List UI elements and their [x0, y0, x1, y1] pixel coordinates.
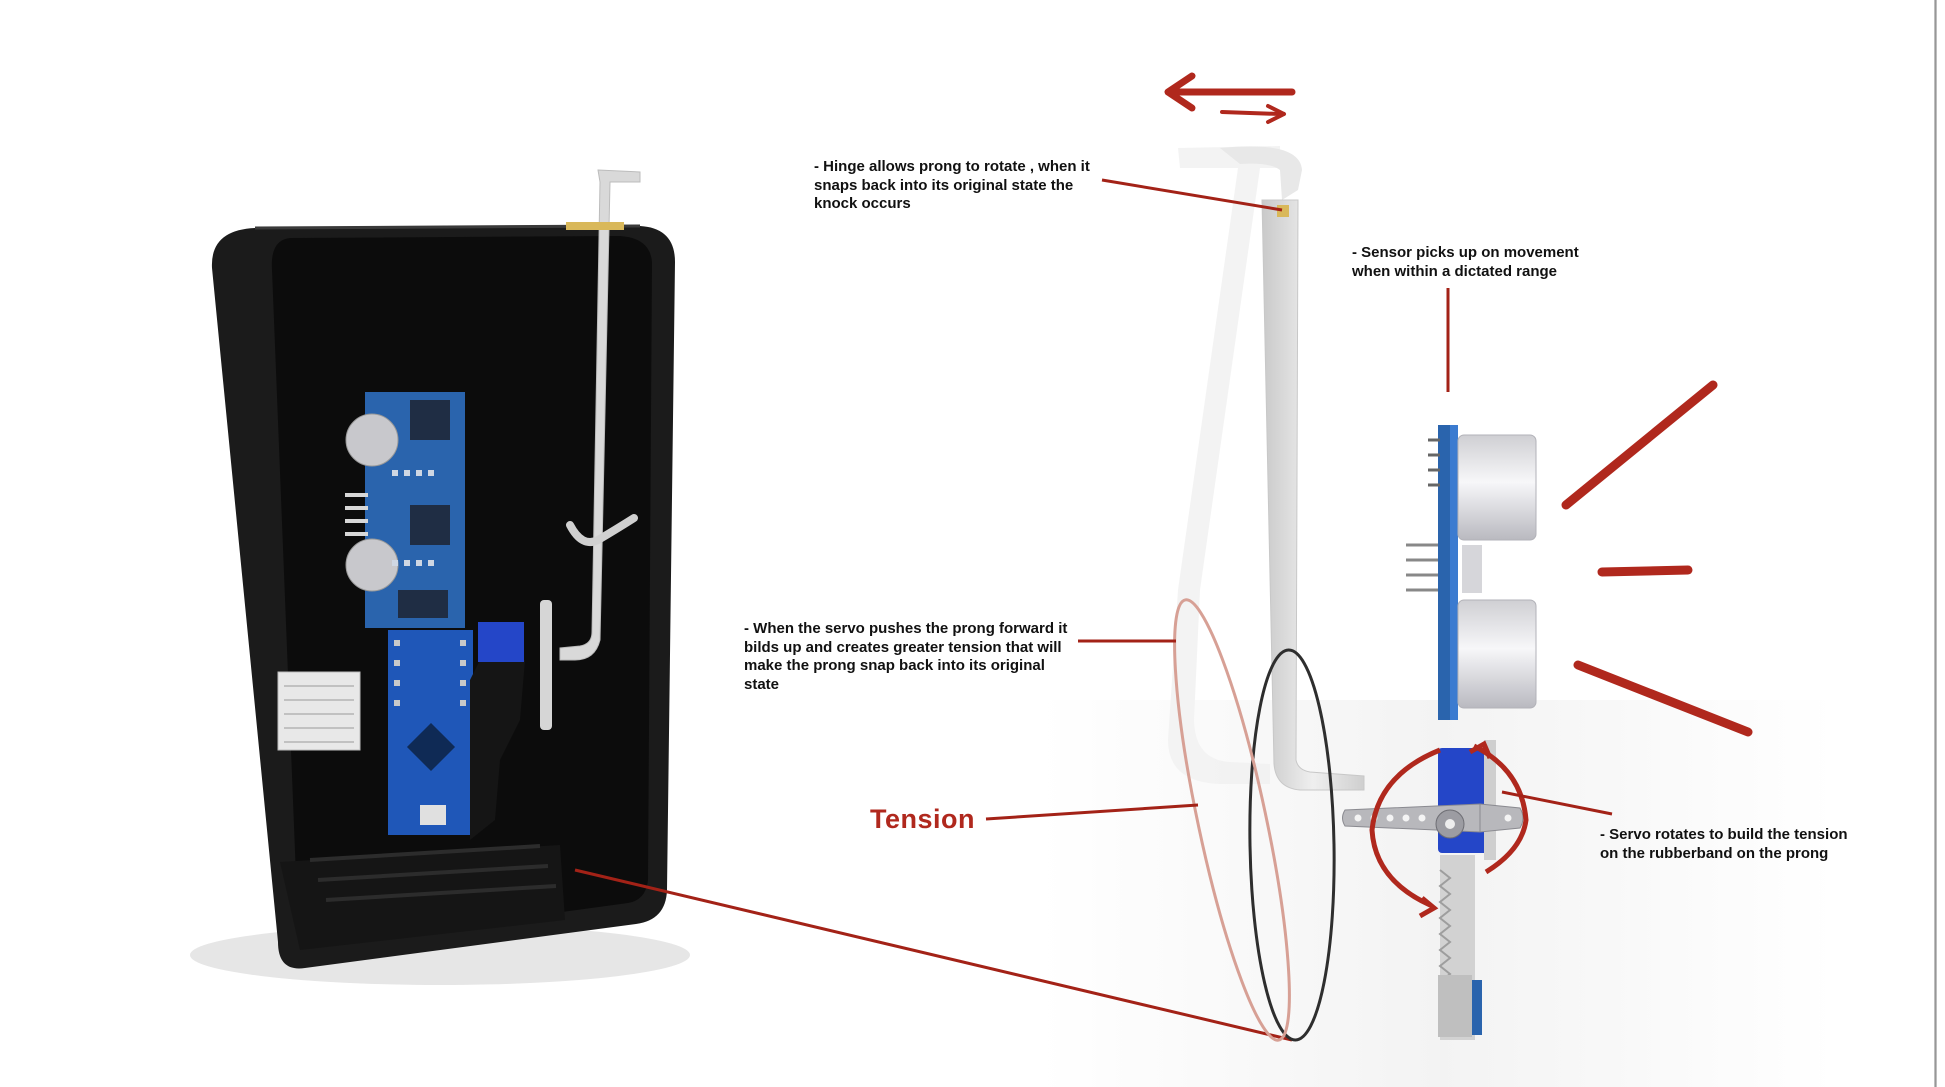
tension-label: Tension [870, 804, 975, 835]
page-edge [1934, 0, 1937, 1087]
hinge-small [566, 222, 624, 230]
annotation-servo-rotate: - Servo rotates to build the tension on … [1600, 826, 1900, 863]
enclosure-render [190, 170, 690, 985]
servo-arm-small [540, 600, 552, 730]
annotation-servo-push: - When the servo pushes the prong forwar… [744, 620, 1084, 694]
annotation-sensor: - Sensor picks up on movement when withi… [1352, 244, 1612, 281]
breadboard [278, 672, 360, 750]
servo-small [478, 622, 524, 662]
annotation-hinge: - Hinge allows prong to rotate , when it… [814, 158, 1114, 214]
sensor-waves [1566, 385, 1748, 732]
render-backdrop [1040, 700, 1835, 1087]
ultrasonic-sensor [1406, 425, 1536, 720]
motion-arrows [1168, 76, 1292, 122]
hinge-pin [1277, 205, 1289, 217]
